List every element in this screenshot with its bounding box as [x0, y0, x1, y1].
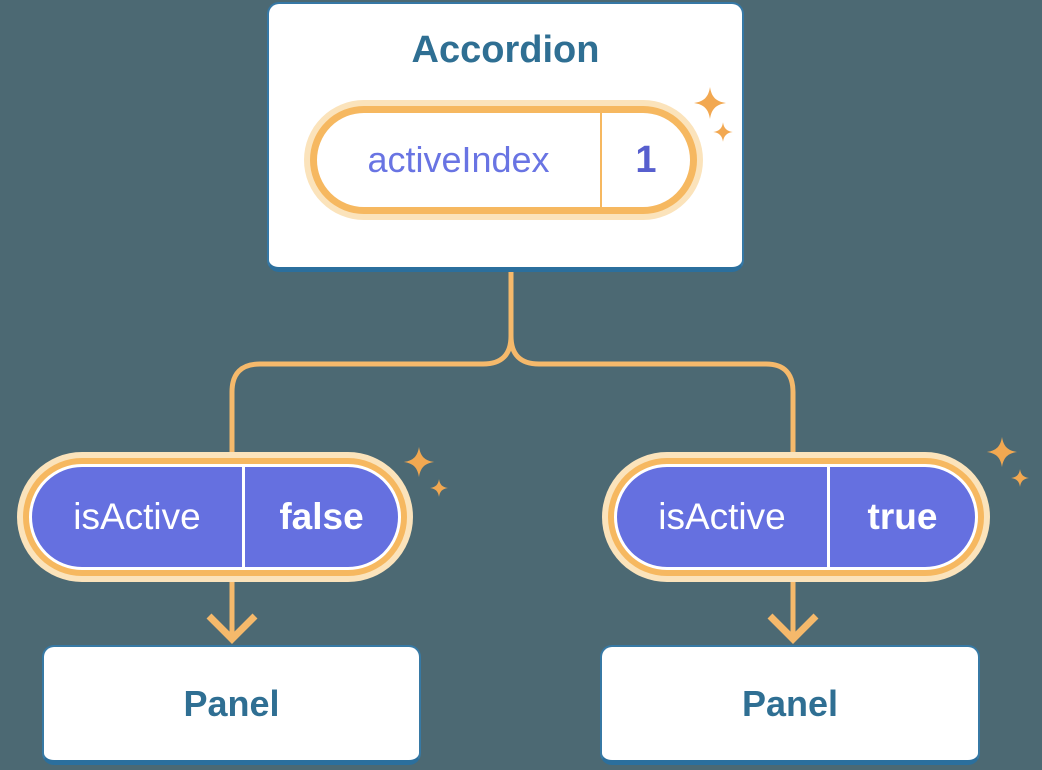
- prop-name: isActive: [73, 496, 201, 537]
- prop-divider: [827, 467, 830, 567]
- sparkle-icon: [986, 436, 1018, 468]
- prop-name: isActive: [658, 496, 786, 537]
- sparkle-icon: [430, 479, 448, 497]
- accordion-title: Accordion: [411, 29, 600, 71]
- sparkle-icon: [1011, 469, 1029, 487]
- prop-pill-right: isActive true: [614, 464, 978, 570]
- panel-title: Panel: [183, 682, 280, 724]
- prop-value: true: [867, 496, 938, 537]
- branch-left-line: [229, 272, 514, 638]
- arrow-down-right-icon: [767, 613, 819, 644]
- panel-node-right: Panel: [600, 645, 980, 765]
- state-pill: activeIndex 1: [310, 106, 697, 214]
- accordion-node: Accordion activeIndex 1: [267, 2, 744, 272]
- arrow-down-left-icon: [206, 613, 258, 644]
- state-value: 1: [635, 138, 657, 181]
- prop-pill-left: isActive false: [29, 464, 401, 570]
- state-divider: [600, 113, 602, 207]
- state-name: activeIndex: [367, 139, 550, 180]
- panel-node-left: Panel: [42, 645, 421, 765]
- sparkle-icon: [403, 446, 435, 478]
- sparkle-icon: [713, 122, 733, 142]
- branch-right-line: [508, 272, 796, 638]
- sparkle-icon: [694, 87, 726, 119]
- prop-value: false: [279, 496, 364, 537]
- prop-divider: [242, 467, 245, 567]
- panel-title: Panel: [741, 682, 839, 724]
